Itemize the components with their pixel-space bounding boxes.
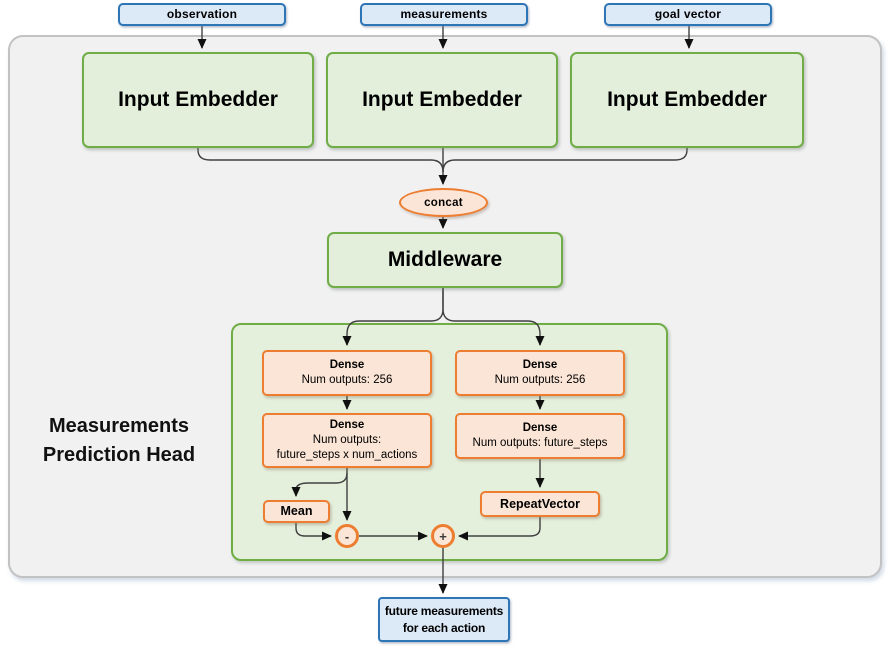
repeat-vector-label: RepeatVector [500,496,580,511]
dense-left-1: Dense Num outputs: 256 [262,350,432,396]
dense-title: Dense [522,359,558,371]
dense-subtitle: Num outputs: 256 [494,374,586,386]
dense-title: Dense [329,359,365,371]
dense-subtitle: future_steps x num_actions [276,449,418,461]
input-box-observation: observation [118,3,286,26]
mean-box: Mean [263,500,330,523]
minus-operator-circle: - [335,524,359,548]
input-embedder-label: Input Embedder [362,87,522,111]
middleware-box: Middleware [327,232,563,288]
dense-right-1: Dense Num outputs: 256 [455,350,625,396]
dense-title: Dense [329,419,365,431]
output-label-line2: for each action [402,620,486,635]
repeat-vector-box: RepeatVector [480,491,600,517]
middleware-label: Middleware [387,247,503,271]
dense-right-2: Dense Num outputs: future_steps [455,413,625,459]
dense-left-2: Dense Num outputs: future_steps x num_ac… [262,413,432,468]
input-embedder-2: Input Embedder [326,52,558,148]
input-label: observation [166,7,238,21]
plus-label: + [439,528,447,544]
dense-subtitle: Num outputs: [312,434,382,446]
concat-node: concat [399,188,488,217]
dense-title: Dense [522,422,558,434]
input-label: goal vector [654,7,722,21]
concat-label: concat [424,196,463,209]
plus-operator-circle: + [431,524,455,548]
input-box-goal-vector: goal vector [604,3,772,26]
dense-subtitle: Num outputs: 256 [301,374,393,386]
input-box-measurements: measurements [360,3,528,26]
input-label: measurements [400,7,488,21]
prediction-head-title: Measurements Prediction Head [14,412,224,470]
input-embedder-3: Input Embedder [570,52,804,148]
prediction-head-title-line2: Prediction Head [42,444,196,466]
minus-label: - [344,528,350,544]
input-embedder-label: Input Embedder [607,87,767,111]
prediction-head-title-line1: Measurements [48,415,190,437]
input-embedder-label: Input Embedder [118,87,278,111]
dense-subtitle: Num outputs: future_steps [472,437,608,449]
output-box: future measurements for each action [378,597,510,642]
mean-label: Mean [280,504,313,518]
input-embedder-1: Input Embedder [82,52,314,148]
output-label-line1: future measurements [384,603,504,618]
